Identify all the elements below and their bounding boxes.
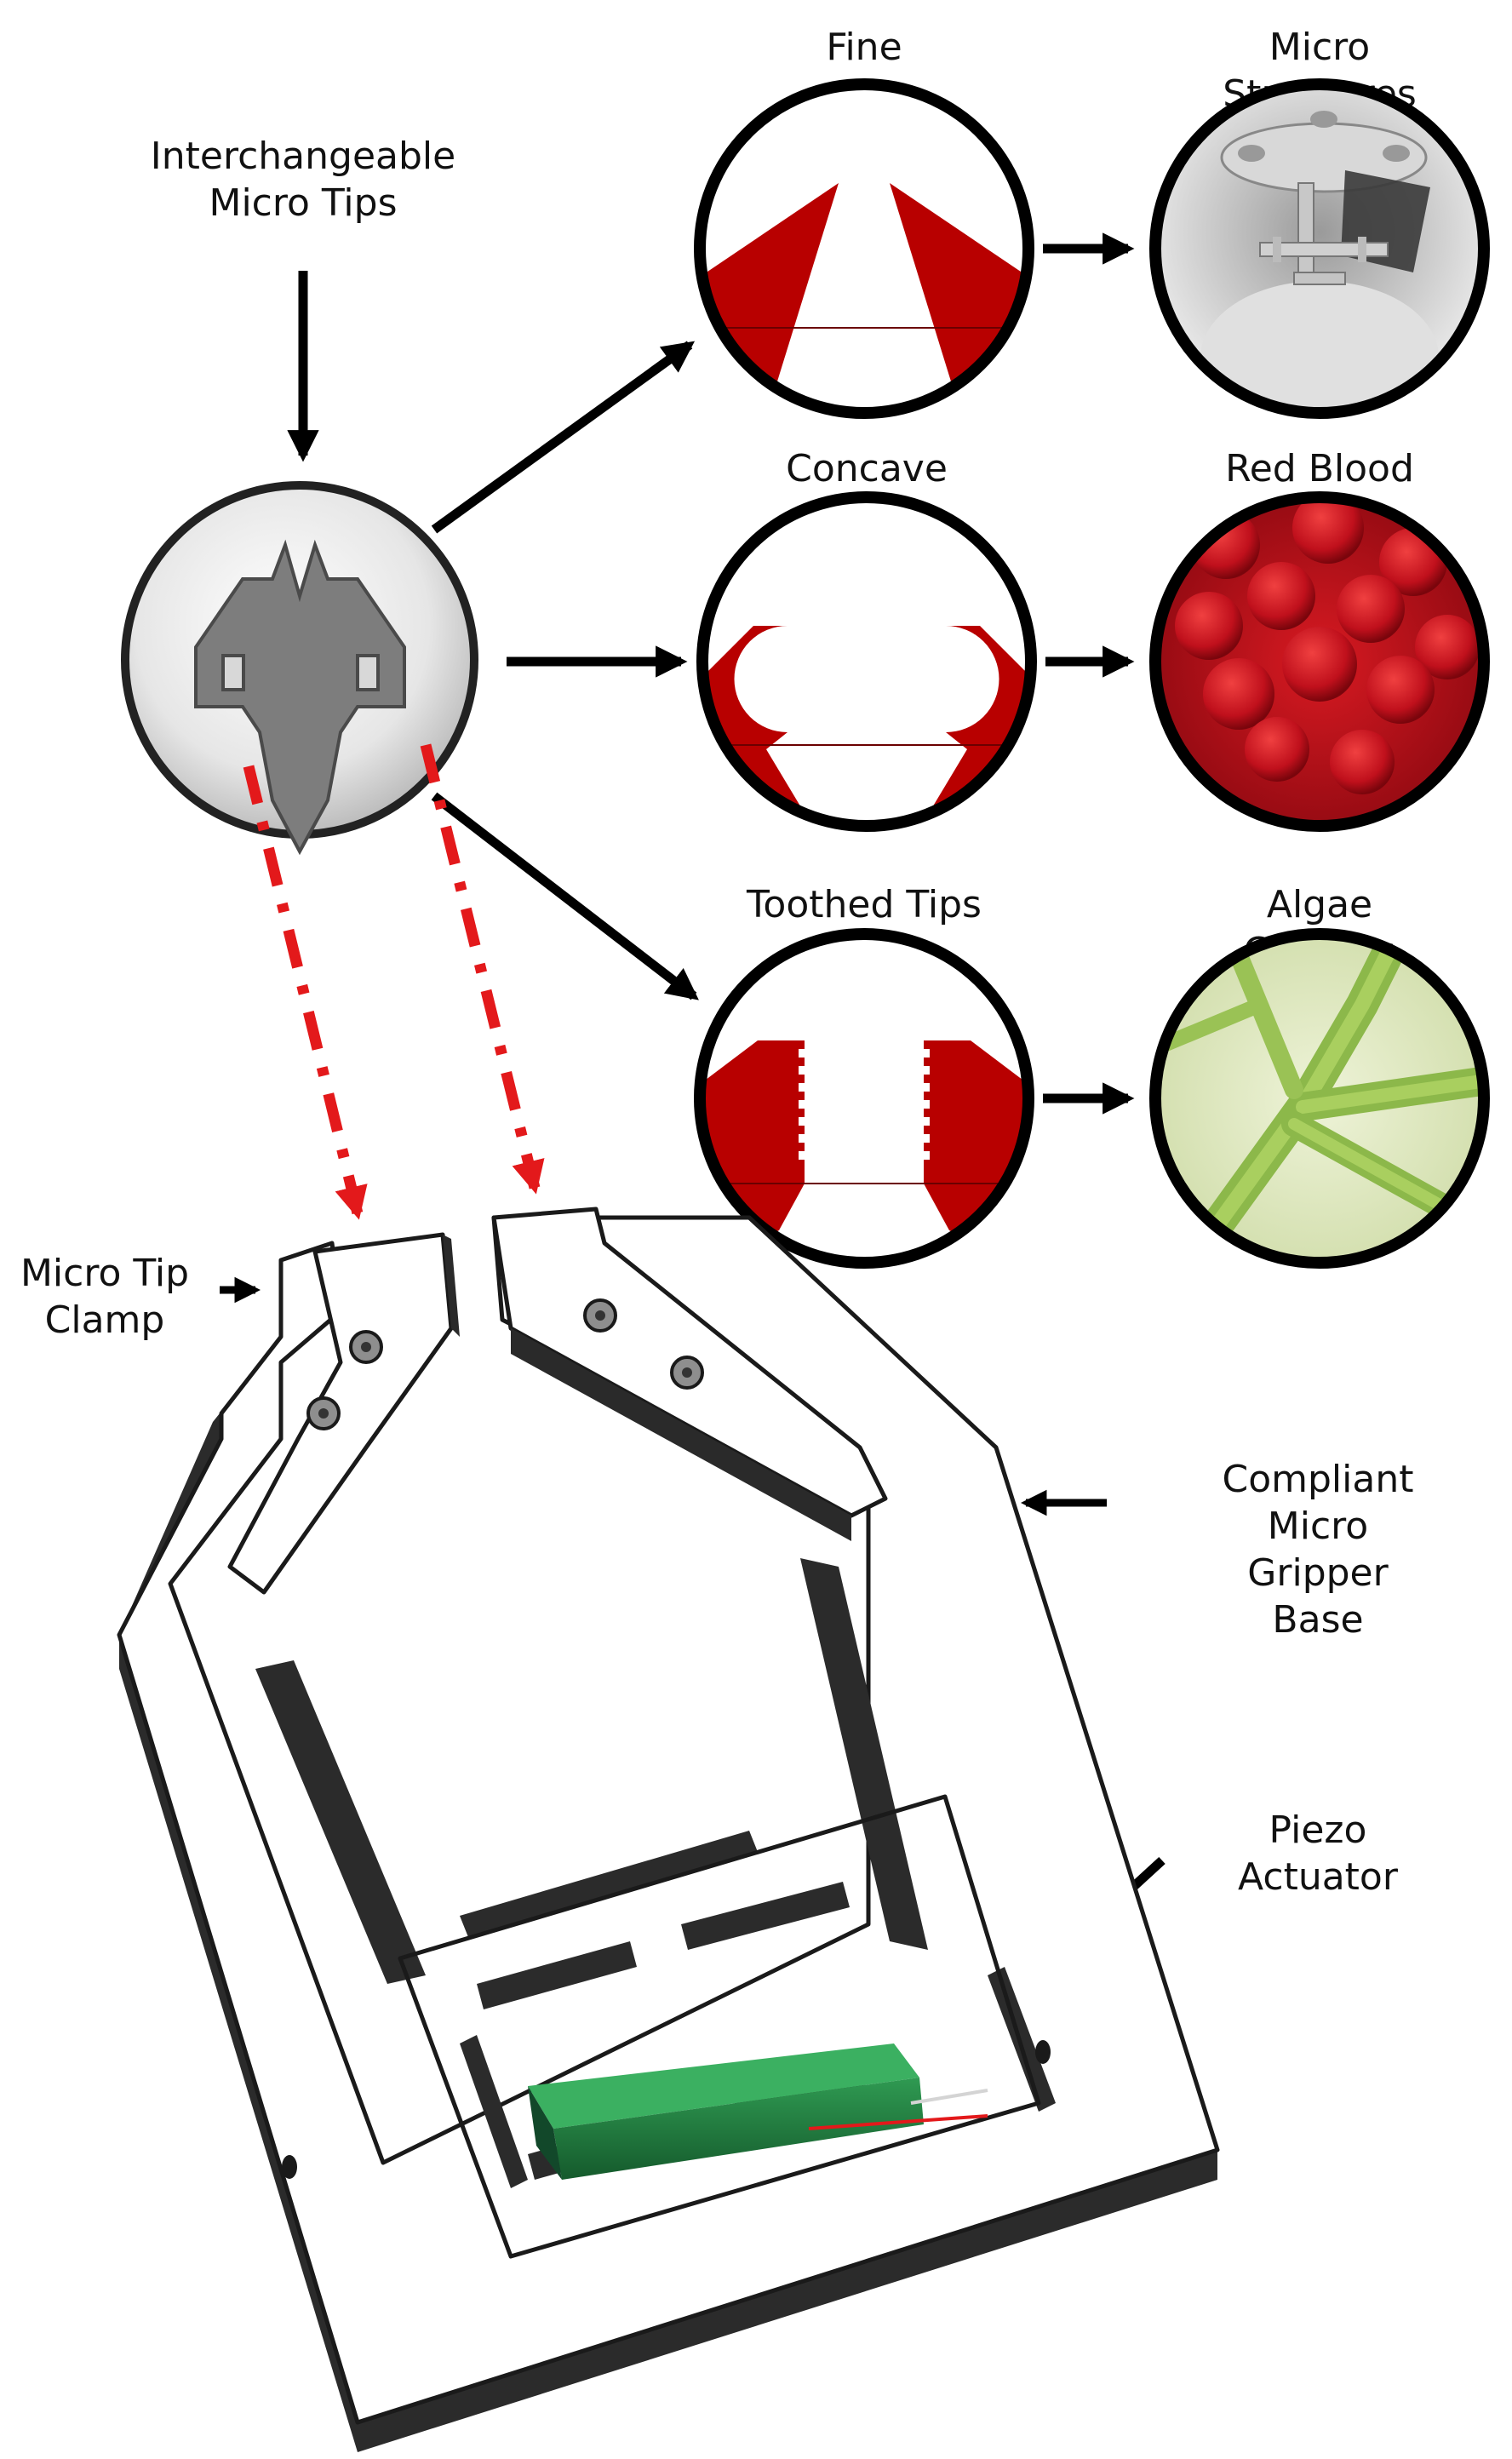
micro-structures-image (1149, 78, 1490, 419)
tip-insert-icon (194, 539, 406, 856)
compliant-micro-gripper-base (117, 1207, 1220, 2452)
concave-tip-circle (696, 491, 1037, 832)
red-blood-image (1149, 491, 1490, 832)
arrow-to-toothed (431, 792, 699, 1000)
interchangeable-tip-circle (121, 481, 478, 856)
arrow-to-fine (431, 341, 696, 534)
fine-tip-circle (694, 78, 1034, 419)
label-red-blood: Red Blood (1225, 447, 1414, 490)
dashed-arrow-left (243, 765, 368, 1220)
algae-clusters-image (1149, 928, 1490, 1269)
label-interchangeable-micro-tips: Interchangeable Micro Tips (150, 135, 456, 225)
label-piezo-actuator: Piezo Actuator (1238, 1808, 1398, 1899)
label-micro-tip-clamp: Micro Tip Clamp (20, 1252, 190, 1342)
label-concave: Concave (786, 447, 948, 490)
piezo-actuator-block (528, 2043, 988, 2180)
label-toothed-tips: Toothed Tips (747, 883, 982, 926)
label-compliant-micro-gripper-base: Compliant Micro Gripper Base (1222, 1458, 1414, 1642)
label-fine: Fine (826, 26, 902, 69)
dashed-arrow-right (420, 743, 545, 1195)
